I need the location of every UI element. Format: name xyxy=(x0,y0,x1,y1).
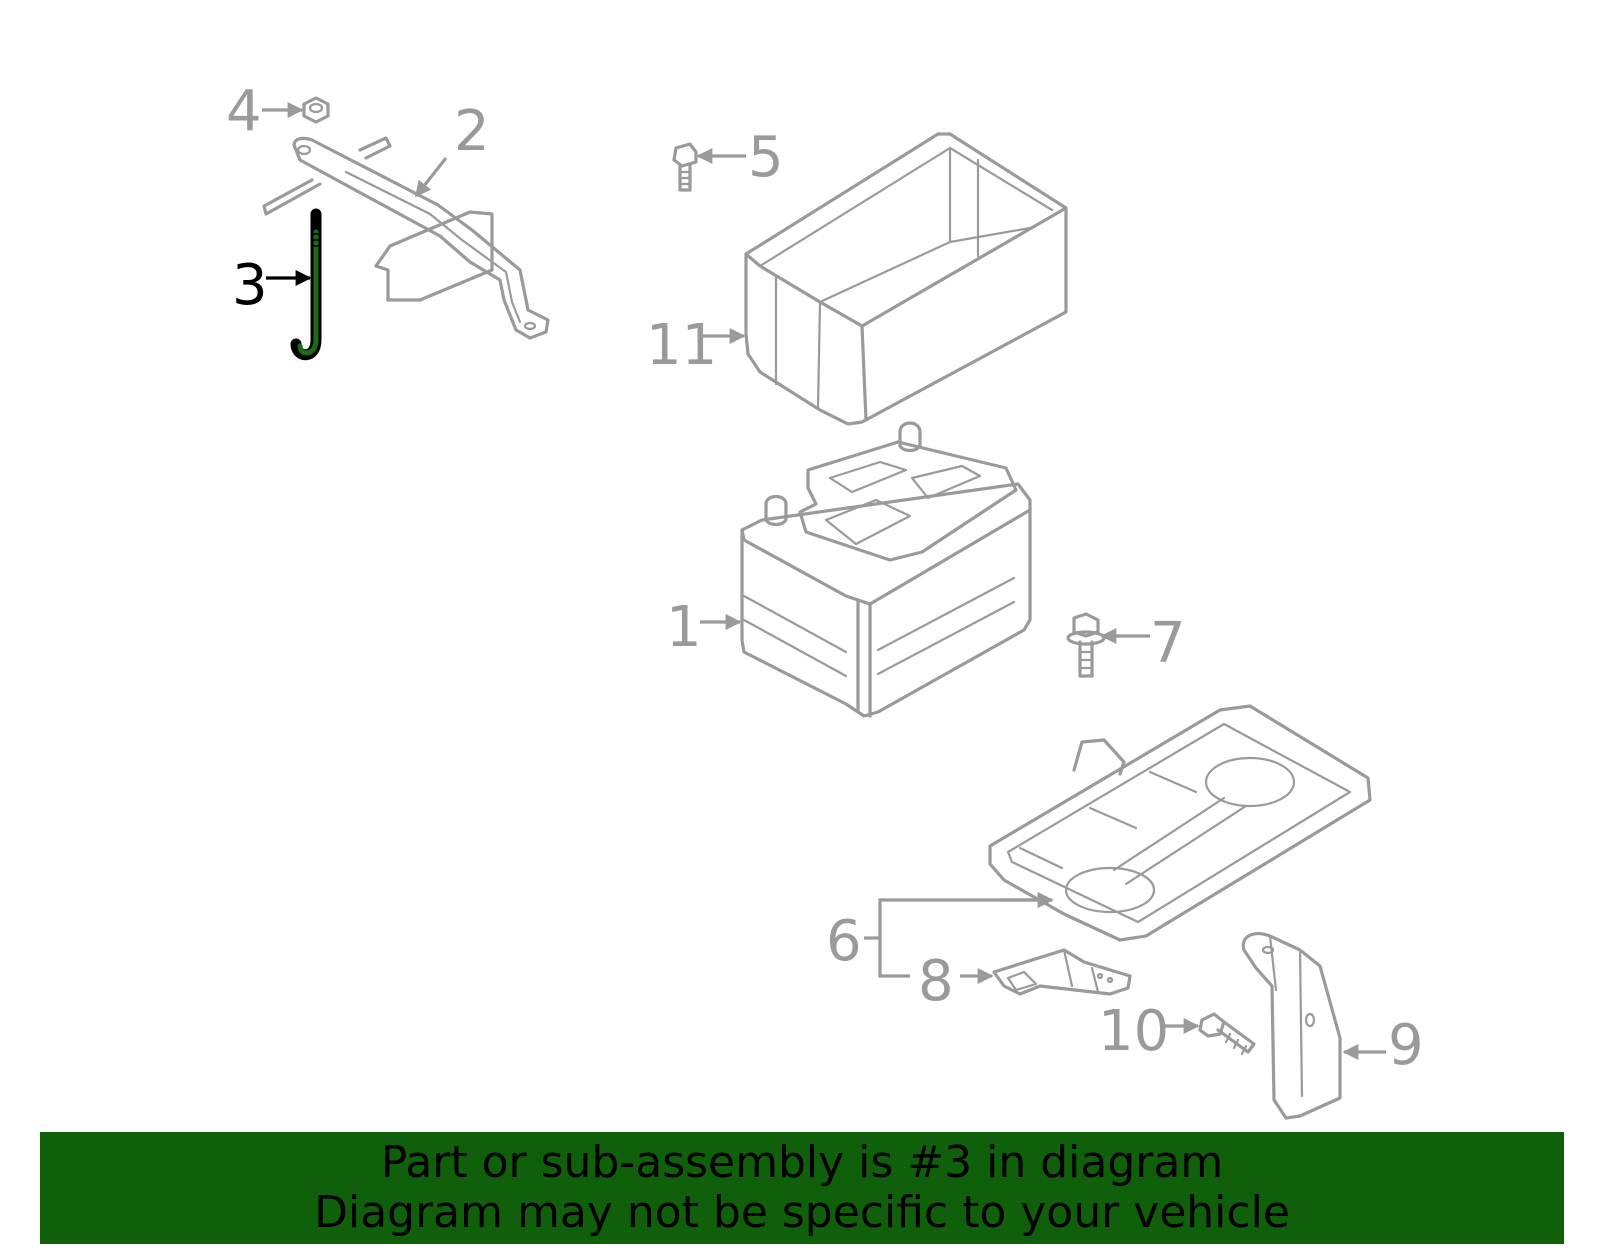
callout-4: 4 xyxy=(226,79,262,144)
callout-10: 10 xyxy=(1098,999,1169,1064)
part-5-bolt[interactable] xyxy=(672,142,698,192)
part-6-battery-tray[interactable] xyxy=(988,704,1372,942)
callout-8: 8 xyxy=(918,949,954,1014)
callout-1: 1 xyxy=(666,595,702,660)
callout-11: 11 xyxy=(646,313,717,378)
part-11-battery-cover[interactable] xyxy=(744,132,1068,426)
callout-9: 9 xyxy=(1388,1013,1424,1078)
banner-line-part: Part or sub-assembly is #3 in diagram xyxy=(380,1137,1224,1188)
part-8-bracket[interactable] xyxy=(992,948,1132,996)
callout-7: 7 xyxy=(1150,611,1186,676)
leader-lines xyxy=(262,102,1386,1060)
callout-6: 6 xyxy=(826,909,862,974)
part-2-hold-down-bracket[interactable] xyxy=(262,136,550,340)
info-banner: Part or sub-assembly is #3 in diagram Di… xyxy=(40,1132,1564,1244)
banner-line-disclaimer: Diagram may not be specific to your vehi… xyxy=(314,1187,1290,1238)
callout-3: 3 xyxy=(232,253,268,318)
part-10-bolt[interactable] xyxy=(1198,1012,1256,1056)
part-1-battery[interactable] xyxy=(740,421,1032,718)
part-4-nut[interactable] xyxy=(302,96,330,124)
part-3-j-bolt[interactable] xyxy=(290,208,322,361)
callout-5: 5 xyxy=(748,125,784,190)
part-7-flange-bolt[interactable] xyxy=(1066,612,1106,678)
callout-labels: 4 2 3 5 11 1 7 6 8 10 9 xyxy=(226,79,1424,1078)
part-3-highlight xyxy=(297,229,319,356)
callout-2: 2 xyxy=(454,99,490,164)
part-9-support-bracket[interactable] xyxy=(1241,932,1342,1120)
